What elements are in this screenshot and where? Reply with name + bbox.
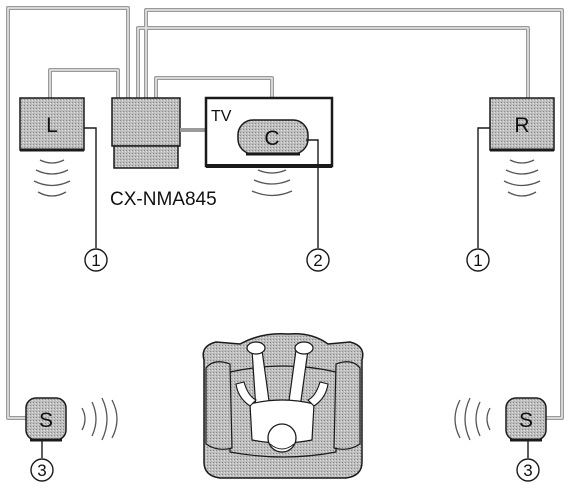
svg-text:1: 1 (91, 251, 100, 270)
left-speaker-label: L (46, 114, 58, 137)
main-unit: CX-NMA845 (110, 97, 217, 210)
callout-lines (41, 127, 529, 458)
callout-surround-right: 3 (516, 458, 540, 482)
svg-text:2: 2 (313, 251, 322, 270)
tv-label: TV (211, 108, 232, 125)
callout-surround-left: 3 (30, 458, 54, 482)
sound-waves-icon (454, 397, 491, 441)
surround-left-label: S (39, 409, 53, 432)
sound-waves-icon (503, 159, 541, 197)
surround-right-speaker: S (505, 397, 547, 442)
left-speaker: L (19, 97, 85, 152)
callout-center: 2 (306, 248, 330, 272)
center-speaker-label: C (264, 127, 279, 150)
left-front-cable (48, 68, 120, 98)
sound-waves-icon (81, 397, 118, 441)
sound-waves-icon (251, 169, 293, 197)
center-speaker: C (237, 119, 309, 156)
main-unit-label: CX-NMA845 (110, 189, 217, 210)
right-speaker: R (489, 97, 555, 152)
sound-waves-icon (33, 159, 71, 197)
svg-text:1: 1 (473, 251, 482, 270)
listener-in-armchair-icon (202, 332, 364, 479)
svg-text:3: 3 (37, 461, 46, 480)
callout-left-front: 1 (84, 248, 108, 272)
right-speaker-label: R (514, 114, 529, 137)
right-front-cable (136, 26, 530, 102)
surround-left-speaker: S (25, 397, 67, 442)
svg-text:3: 3 (523, 461, 532, 480)
callout-right-front: 1 (466, 248, 490, 272)
surround-right-label: S (519, 409, 533, 432)
